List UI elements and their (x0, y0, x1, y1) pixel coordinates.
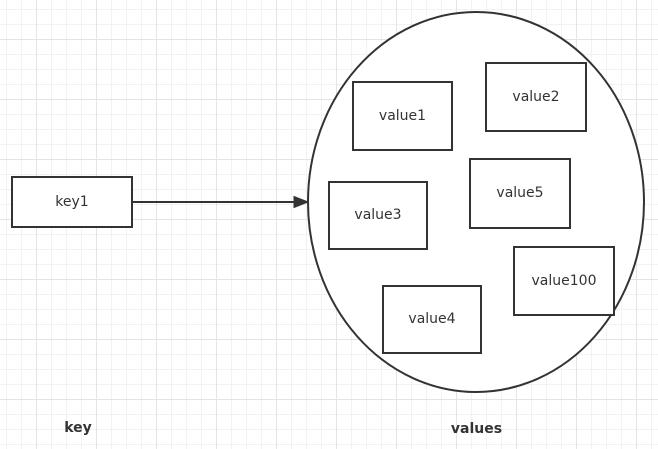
node-key1: key1 (11, 176, 133, 228)
values-caption: values (450, 421, 503, 437)
node-value100: value100 (513, 246, 615, 316)
node-value1: value1 (352, 81, 453, 151)
node-value4: value4 (382, 285, 482, 354)
node-value2: value2 (485, 62, 587, 132)
node-value3: value3 (328, 181, 428, 250)
key-caption: key (64, 420, 92, 436)
node-value5: value5 (469, 158, 571, 229)
key-to-values-arrowhead (293, 195, 310, 209)
